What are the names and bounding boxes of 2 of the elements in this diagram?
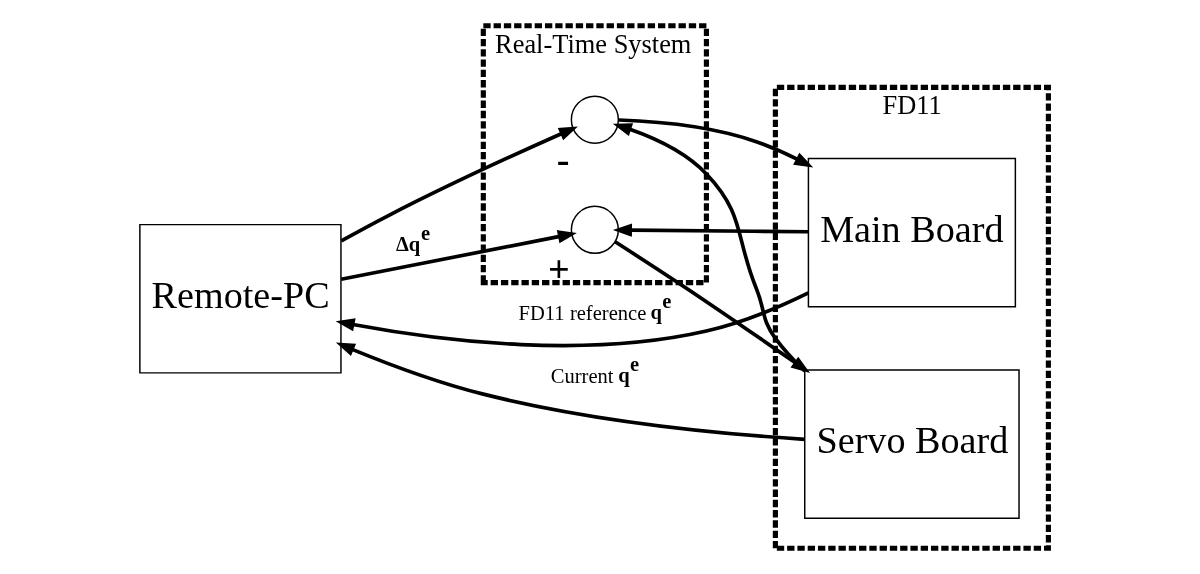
node-label: +	[547, 248, 570, 291]
node-label: -	[556, 138, 570, 181]
